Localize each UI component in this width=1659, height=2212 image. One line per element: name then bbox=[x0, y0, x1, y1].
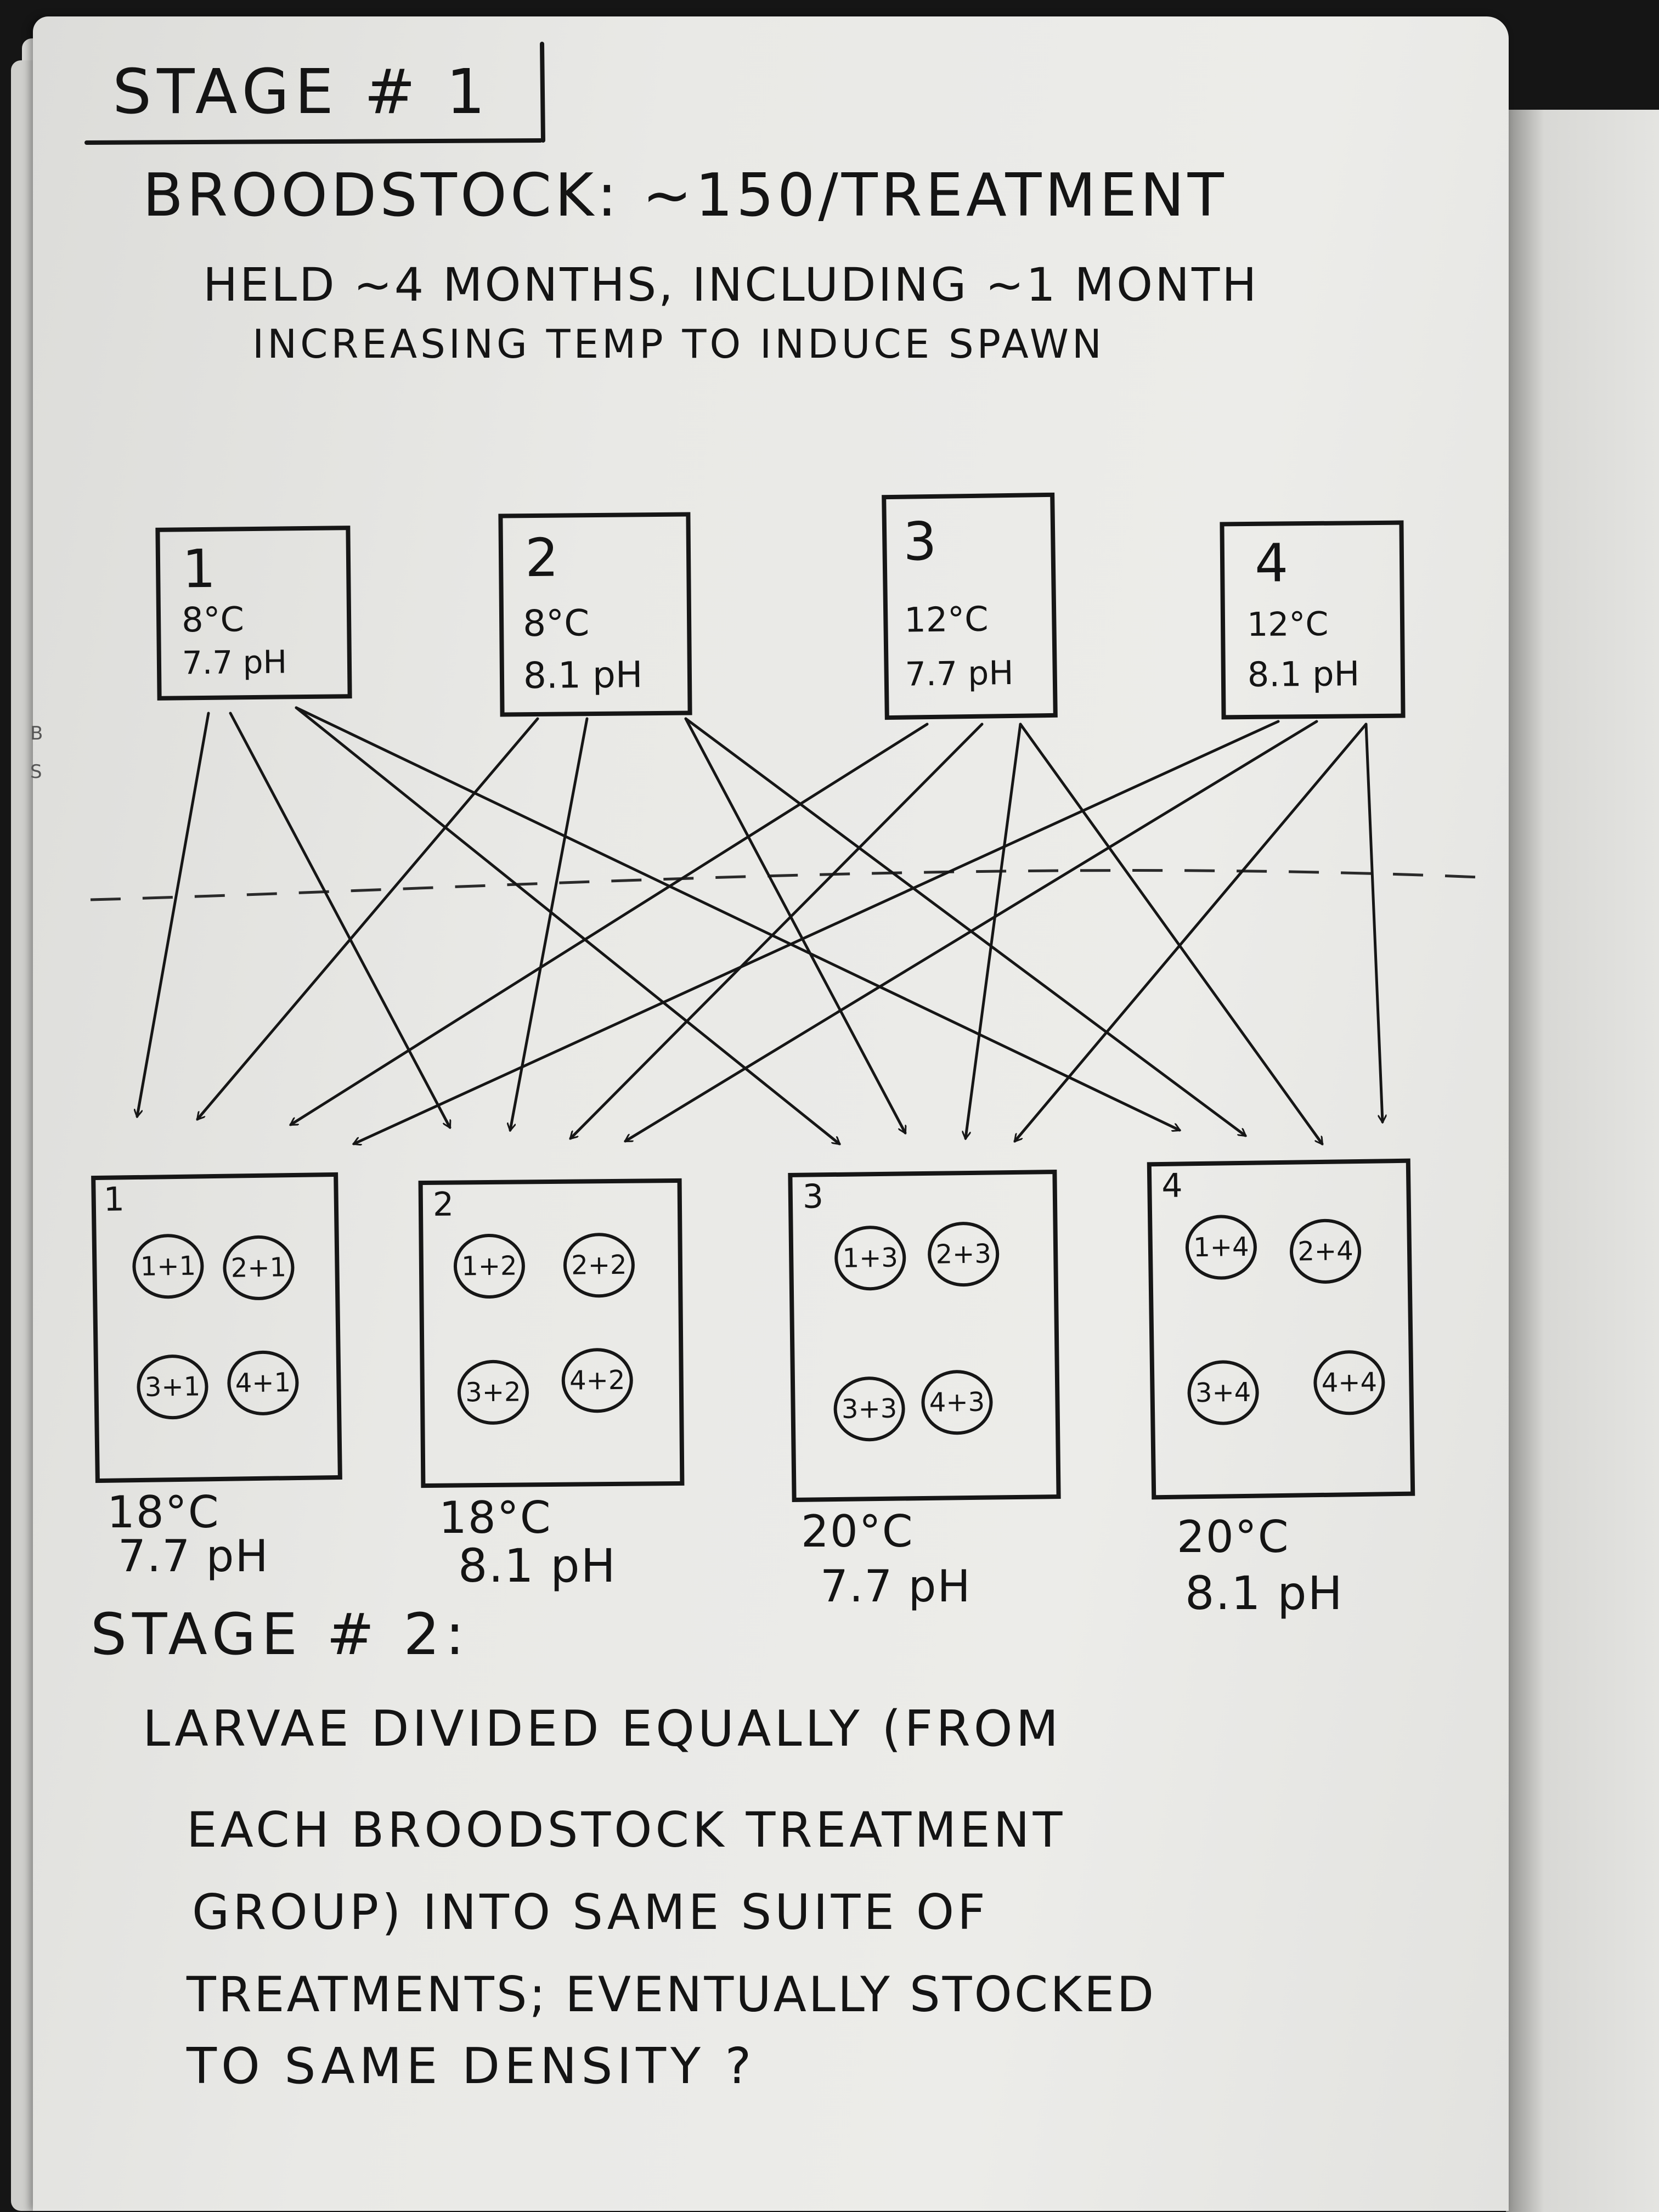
broodstock-3-id: 3 bbox=[902, 510, 938, 573]
broodstock-3-temp: 12°C bbox=[904, 599, 989, 640]
larval-tank-4: 4 1+4 2+4 3+4 4+4 bbox=[1147, 1158, 1415, 1500]
group-circle-4-3: 4+3 bbox=[921, 1369, 994, 1436]
larval-tank-3-id: 3 bbox=[802, 1177, 824, 1216]
stage1-title: STAGE # 1 bbox=[112, 57, 491, 128]
group-circle-1-2: 1+2 bbox=[453, 1233, 526, 1299]
arrow-broodstock-1-to-tank-1 bbox=[137, 712, 210, 1116]
stage2-line-1: LARVAE DIVIDED EQUALLY (FROM bbox=[143, 1700, 1062, 1758]
margin-mark: B bbox=[30, 723, 49, 744]
arrow-broodstock-1-to-tank-4 bbox=[295, 706, 1180, 1130]
stage2-line-4: TREATMENTS; EVENTUALLY STOCKED bbox=[187, 1966, 1156, 2023]
arrow-broodstock-3-to-tank-2 bbox=[571, 723, 984, 1138]
larval-tank-1-ph: 7.7 pH bbox=[118, 1531, 269, 1582]
larval-tank-2-temp: 18°C bbox=[439, 1492, 552, 1543]
broodstock-2-ph: 8.1 pH bbox=[523, 653, 643, 697]
arrow-group bbox=[137, 706, 1383, 1144]
arrow-broodstock-4-to-tank-1 bbox=[354, 720, 1280, 1144]
larval-tank-4-id: 4 bbox=[1161, 1166, 1183, 1206]
group-circle-2-3: 2+3 bbox=[927, 1221, 1000, 1287]
group-circle-3-2: 3+2 bbox=[457, 1359, 529, 1425]
larval-tank-1: 1 1+1 2+1 3+1 4+1 bbox=[91, 1172, 342, 1483]
broodstock-2-temp: 8°C bbox=[522, 602, 590, 645]
larval-tank-3-temp: 20°C bbox=[801, 1506, 914, 1557]
group-circle-4-2: 4+2 bbox=[561, 1347, 634, 1413]
arrow-broodstock-3-to-tank-1 bbox=[291, 723, 929, 1126]
arrow-broodstock-4-to-tank-3 bbox=[1015, 723, 1368, 1141]
arrow-broodstock-3-to-tank-4 bbox=[1019, 723, 1324, 1144]
group-circle-3-1: 3+1 bbox=[136, 1354, 209, 1420]
broodstock-box-3: 3 12°C 7.7 pH bbox=[882, 492, 1058, 720]
group-circle-4-4: 4+4 bbox=[1313, 1350, 1386, 1416]
larval-tank-3: 3 1+3 2+3 3+3 4+3 bbox=[788, 1170, 1061, 1502]
facing-page bbox=[1506, 110, 1659, 2212]
stage2-line-3: GROUP) INTO SAME SUITE OF bbox=[192, 1884, 989, 1940]
group-circle-1-1: 1+1 bbox=[132, 1233, 205, 1300]
broodstock-3-ph: 7.7 pH bbox=[905, 653, 1014, 694]
larval-tank-4-ph: 8.1 pH bbox=[1185, 1566, 1344, 1620]
group-circle-2-1: 2+1 bbox=[222, 1235, 295, 1301]
margin-mark: S bbox=[30, 761, 48, 783]
larval-tank-1-id: 1 bbox=[103, 1180, 125, 1219]
larval-tank-4-temp: 20°C bbox=[1177, 1511, 1290, 1562]
arrow-broodstock-1-to-tank-3 bbox=[295, 706, 839, 1144]
broodstock-4-id: 4 bbox=[1254, 532, 1289, 594]
group-circle-2-4: 2+4 bbox=[1289, 1218, 1362, 1284]
broodstock-1-ph: 7.7 pH bbox=[182, 643, 287, 682]
broodstock-box-2: 2 8°C 8.1 pH bbox=[498, 512, 692, 717]
broodstock-box-1: 1 8°C 7.7 pH bbox=[155, 526, 352, 701]
arrow-broodstock-2-to-tank-4 bbox=[684, 717, 1245, 1137]
group-circle-3-4: 3+4 bbox=[1187, 1359, 1260, 1426]
broodstock-1-temp: 8°C bbox=[181, 599, 245, 640]
arrow-broodstock-2-to-tank-3 bbox=[684, 717, 907, 1133]
group-circle-1-3: 1+3 bbox=[834, 1225, 906, 1291]
dashed-divider bbox=[90, 869, 1493, 901]
larval-tank-2-ph: 8.1 pH bbox=[458, 1539, 617, 1593]
holding-period-line-1: HELD ~4 MONTHS, INCLUDING ~1 MONTH bbox=[203, 258, 1259, 312]
arrow-broodstock-2-to-tank-2 bbox=[510, 717, 589, 1130]
stage2-title: STAGE # 2: bbox=[91, 1601, 470, 1668]
broodstock-4-temp: 12°C bbox=[1246, 605, 1329, 645]
arrow-broodstock-4-to-tank-2 bbox=[625, 720, 1318, 1143]
larval-tank-3-ph: 7.7 pH bbox=[820, 1561, 972, 1612]
arrow-broodstock-3-to-tank-3 bbox=[966, 723, 1022, 1138]
broodstock-box-4: 4 12°C 8.1 pH bbox=[1220, 520, 1406, 720]
broodstock-2-id: 2 bbox=[524, 527, 559, 589]
group-circle-2-2: 2+2 bbox=[563, 1232, 635, 1298]
arrow-broodstock-1-to-tank-2 bbox=[229, 712, 452, 1127]
stage2-line-5: TO SAME DENSITY ? bbox=[187, 2038, 756, 2095]
larval-tank-1-temp: 18°C bbox=[107, 1487, 220, 1538]
stage1-title-underline bbox=[84, 42, 545, 145]
notebook-page bbox=[33, 16, 1509, 2211]
arrow-broodstock-2-to-tank-1 bbox=[198, 717, 539, 1119]
larval-tank-2: 2 1+2 2+2 3+2 4+2 bbox=[418, 1178, 685, 1488]
broodstock-1-id: 1 bbox=[182, 538, 216, 600]
group-circle-1-4: 1+4 bbox=[1185, 1214, 1257, 1280]
broodstock-4-ph: 8.1 pH bbox=[1247, 653, 1360, 695]
stage2-line-2: EACH BROODSTOCK TREATMENT bbox=[187, 1802, 1066, 1858]
holding-period-line-2: INCREASING TEMP TO INDUCE SPAWN bbox=[252, 321, 1105, 367]
group-circle-3-3: 3+3 bbox=[833, 1376, 906, 1442]
arrow-broodstock-4-to-tank-4 bbox=[1364, 723, 1383, 1122]
larval-tank-2-id: 2 bbox=[432, 1185, 454, 1224]
group-circle-4-1: 4+1 bbox=[227, 1350, 300, 1416]
broodstock-count: BROODSTOCK: ~150/TREATMENT bbox=[143, 161, 1227, 230]
